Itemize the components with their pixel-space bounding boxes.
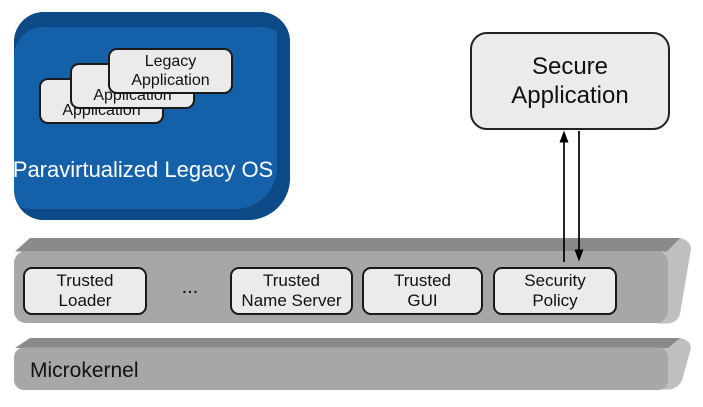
microkernel-slab-front-face xyxy=(14,347,668,390)
legacy-app-card-front: Legacy Application xyxy=(108,48,233,94)
secure-app-policy-arrows xyxy=(559,130,584,262)
legacy-app-label-line1: Legacy xyxy=(144,53,197,70)
security-policy-line2: Policy xyxy=(532,291,578,310)
legacy-app-label-line2: Application xyxy=(131,72,210,89)
trusted-gui-line2: GUI xyxy=(407,291,438,310)
security-policy-box: Security Policy xyxy=(493,267,617,315)
microkernel-label: Microkernel xyxy=(30,359,139,382)
up-arrow-head xyxy=(559,130,569,143)
security-policy-line1: Security xyxy=(524,271,586,290)
trusted-gui-line1: Trusted xyxy=(393,271,451,290)
down-arrow-head xyxy=(574,249,584,262)
trusted-gui-box: Trusted GUI xyxy=(362,267,483,315)
secure-application-label-line2: Application xyxy=(511,82,629,109)
trusted-name-server-box: Trusted Name Server xyxy=(230,267,353,315)
trusted-loader-line1: Trusted xyxy=(56,271,114,290)
secure-application-box: Secure Application xyxy=(470,32,670,130)
trusted-name-server-line1: Trusted xyxy=(262,271,320,290)
trusted-slab-top-face xyxy=(15,238,680,252)
secure-application-label-line1: Secure xyxy=(531,53,609,80)
microkernel-slab-top-face xyxy=(15,338,680,348)
microkernel-slab xyxy=(14,338,691,390)
trusted-name-server-line2: Name Server xyxy=(241,291,342,310)
trusted-layer-ellipsis: ... xyxy=(181,276,199,298)
trusted-loader-box: Trusted Loader xyxy=(23,267,147,315)
legacy-os-label: Paravirtualized Legacy OS xyxy=(12,157,274,182)
trusted-loader-line2: Loader xyxy=(58,291,112,310)
